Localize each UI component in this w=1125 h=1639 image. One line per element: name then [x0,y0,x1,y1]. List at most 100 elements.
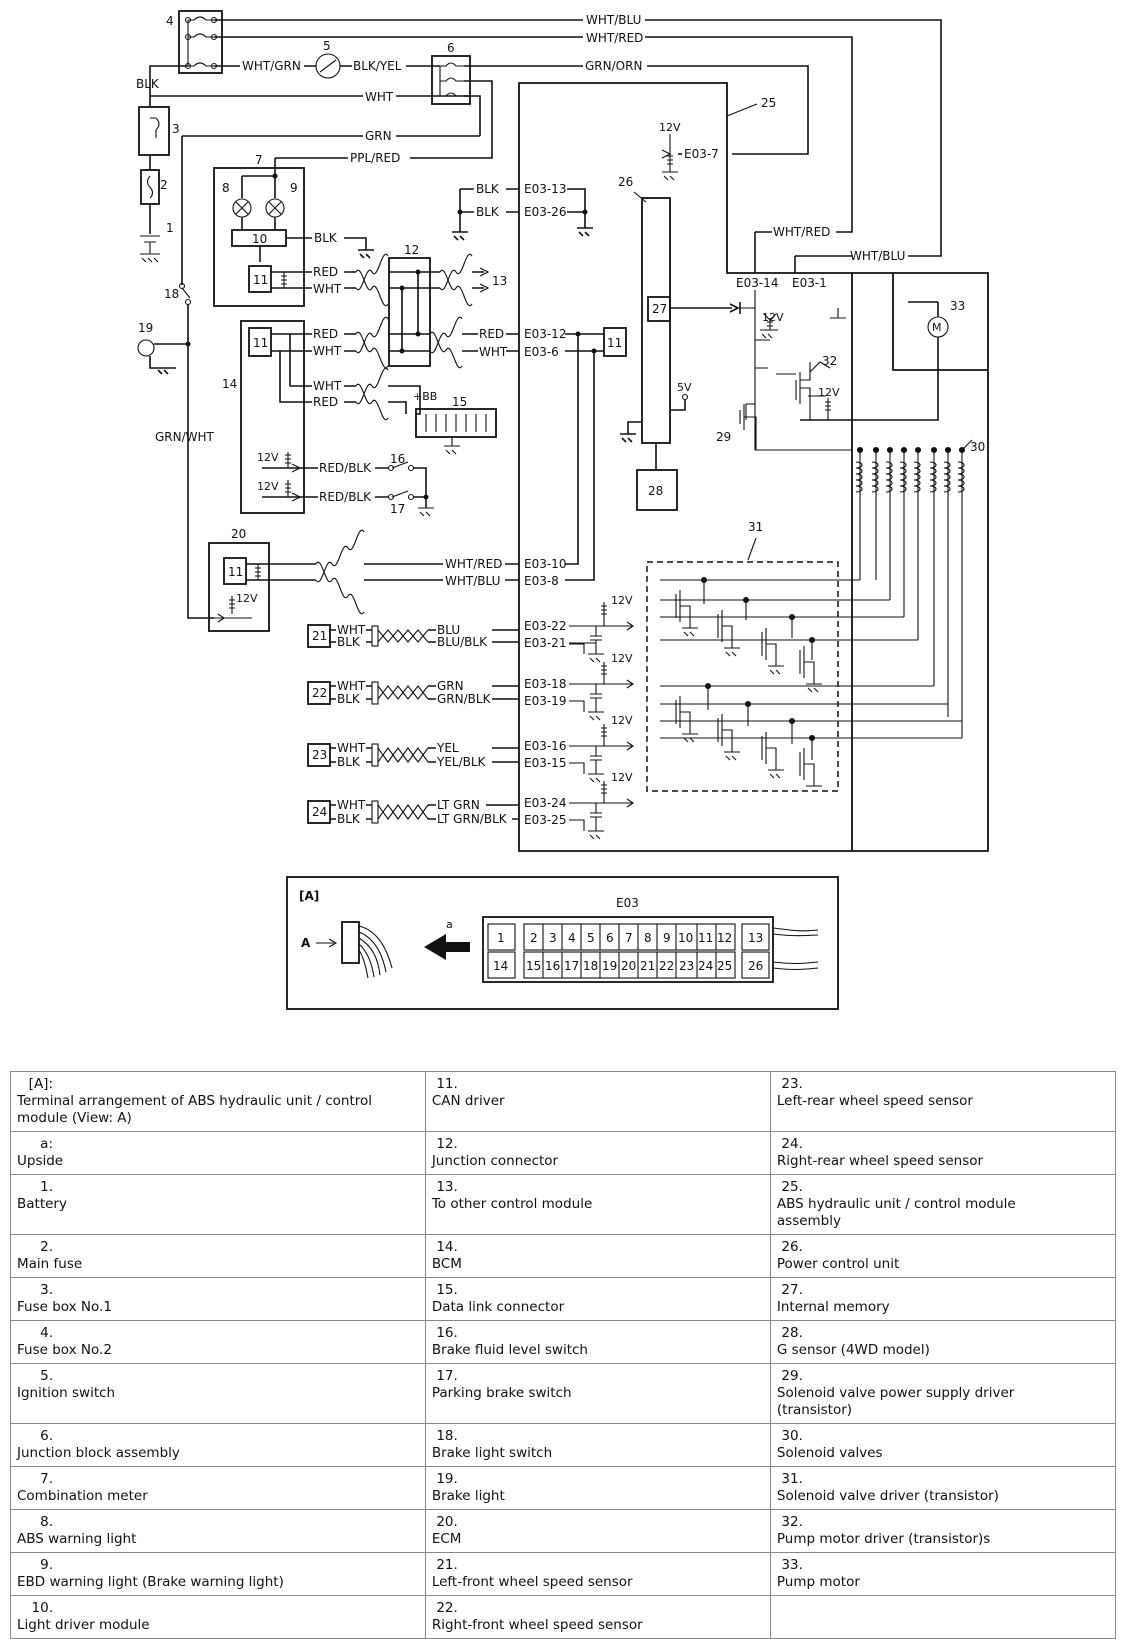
legend-cell: 14.BCM [424,1234,771,1278]
svg-text:GRN/BLK: GRN/BLK [437,692,492,706]
terminal-e03-1: E03-1 [792,276,827,290]
wire-label-wht-grn: WHT/GRN [242,59,301,73]
terminal-e03-25: E03-25 [524,813,566,827]
legend-key: 12. [436,1136,458,1152]
svg-text:21: 21 [640,959,655,973]
callout-23: 23 [312,748,327,762]
legend-key: 23. [781,1076,803,1092]
battery [140,235,160,263]
solenoid-valve-driver [646,561,839,792]
motor-symbol: M [932,321,942,334]
legend-key: 19. [436,1471,458,1487]
svg-text:12V: 12V [611,594,633,607]
legend-key: 5. [40,1368,53,1384]
legend-cell: a:Upside [10,1131,426,1175]
legend-cell: 13.To other control module [424,1174,771,1235]
svg-text:11: 11 [253,273,268,287]
terminal-e03-19: E03-19 [524,694,566,708]
svg-text:11: 11 [607,336,622,350]
wire-wht-blu-top [214,19,942,257]
callout-13: 13 [492,274,507,288]
svg-text:BLK: BLK [476,205,500,219]
wire-label-blk: BLK [136,77,160,91]
wire-label-wht-red: WHT/RED [586,31,643,45]
svg-text:LT GRN/BLK: LT GRN/BLK [437,812,508,826]
fuse-box-no2-fuses [184,16,218,70]
svg-text:13: 13 [748,931,763,945]
svg-text:12V: 12V [236,592,258,605]
voltage-bb: +BB [413,390,437,403]
callout-2: 2 [160,178,168,192]
svg-text:24: 24 [698,959,713,973]
callout-21: 21 [312,629,327,643]
legend-text: Fuse box No.2 [17,1342,112,1358]
can-driver-ecm [223,557,247,585]
svg-text:11: 11 [228,565,243,579]
svg-text:7: 7 [625,931,633,945]
legend-cell: 7.Combination meter [10,1466,426,1510]
fuse-box-no2 [178,10,223,74]
legend-text: EBD warning light (Brake warning light) [17,1574,284,1590]
view-arrow-label: A [301,936,311,950]
svg-text:LT GRN: LT GRN [437,798,480,812]
legend-cell: [A]:Terminal arrangement of ABS hydrauli… [10,1071,426,1132]
legend-cell: 25.ABS hydraulic unit / control module a… [769,1174,1117,1235]
legend-key: 11. [436,1076,458,1092]
svg-text:10: 10 [678,931,693,945]
wire-label-grn-wht: GRN/WHT [155,430,215,444]
terminal-e03-24: E03-24 [524,796,566,810]
legend-cell: 33.Pump motor [769,1552,1117,1596]
wire-label-wht-e03-6: WHT [479,345,508,359]
connector-pin-numbers: 1 2 3 4 5 6 7 8 9 10 11 12 13 14 15 16 1… [493,931,763,973]
legend-text: Battery [17,1196,67,1212]
legend-text: Parking brake switch [431,1385,572,1401]
svg-text:WHT: WHT [313,379,342,393]
connector-view-title: [A] [299,889,319,903]
svg-text:BLU/BLK: BLU/BLK [437,635,488,649]
svg-text:12V: 12V [762,311,784,324]
svg-text:20: 20 [621,959,636,973]
legend-cell: 3.Fuse box No.1 [10,1277,426,1321]
svg-text:11: 11 [698,931,713,945]
terminal-e03-6: E03-6 [524,345,559,359]
legend-key: 21. [436,1557,458,1573]
legend-cell: 23.Left-rear wheel speed sensor [769,1071,1117,1132]
svg-text:18: 18 [583,959,598,973]
legend-key: 30. [781,1428,803,1444]
legend-cell: 31.Solenoid valve driver (transistor) [769,1466,1117,1510]
upside-arrow [424,934,470,960]
bcm [240,320,305,514]
can-driver-abs [603,327,627,357]
callout-32: 32 [822,354,837,368]
svg-text:9: 9 [663,931,671,945]
callout-14: 14 [222,377,237,391]
wire-label-wht-red-e03-14: WHT/RED [773,225,830,239]
callout-16: 16 [390,452,405,466]
callout-9: 9 [290,181,298,195]
legend-key: 6. [40,1428,53,1444]
callout-4: 4 [166,14,174,28]
svg-text:23: 23 [679,959,694,973]
legend-text: Solenoid valve power supply driver (tran… [776,1385,1015,1418]
legend-key: 15. [436,1282,458,1298]
wire-label-grn-orn: GRN/ORN [585,59,642,73]
callout-7: 7 [255,153,263,167]
terminal-e03-15: E03-15 [524,756,566,770]
callout-20: 20 [231,527,246,541]
terminal-e03-10: E03-10 [524,557,566,571]
legend-key: 25. [781,1179,803,1195]
terminal-e03-8: E03-8 [524,574,559,588]
callout-30: 30 [970,440,985,454]
svg-text:YEL: YEL [436,741,459,755]
legend-text: Ignition switch [17,1385,116,1401]
upside-label: a [446,918,453,931]
terminal-e03-21: E03-21 [524,636,566,650]
wire-label-wht-red-ecm: WHT/RED [445,557,502,571]
callout-10: 10 [252,232,267,246]
legend-text: Left-front wheel speed sensor [431,1574,633,1590]
